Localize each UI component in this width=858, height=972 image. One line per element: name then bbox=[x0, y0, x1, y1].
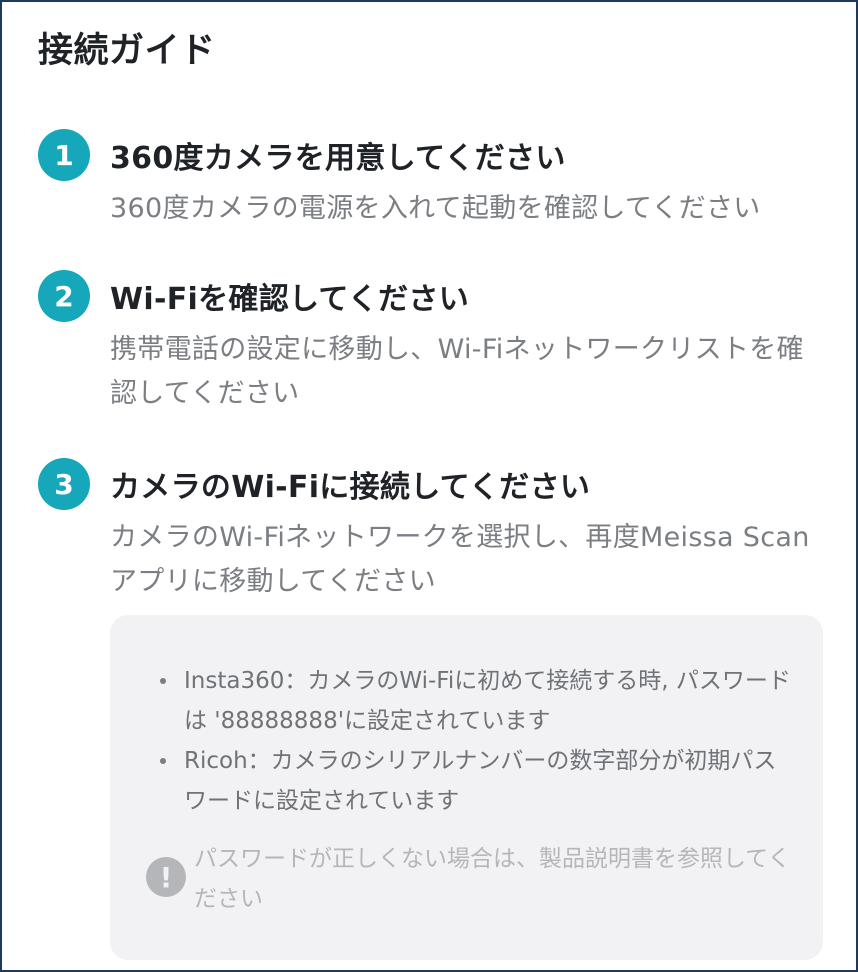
password-info-list: Insta360：カメラのWi-Fiに初めて接続する時, パスワードは '888… bbox=[154, 661, 794, 821]
list-item-ricoh: Ricoh：カメラのシリアルナンバーの数字部分が初期パスワードに設定されています bbox=[154, 741, 794, 821]
bullet-dot-icon bbox=[160, 758, 166, 764]
bullet-text: Insta360：カメラのWi-Fiに初めて接続する時, パスワードは '888… bbox=[184, 668, 791, 734]
step-title: カメラのWi-Fiに接続してください bbox=[110, 470, 591, 505]
step-2: 2 Wi-Fiを確認してください 携帯電話の設定に移動し、Wi-Fiネットワーク… bbox=[38, 270, 838, 420]
step-description: カメラのWi-Fiネットワークを選択し、再度Meissa Scanアプリに移動し… bbox=[110, 522, 810, 597]
warning-text: パスワードが正しくない場合は、製品説明書を参照してください bbox=[194, 846, 791, 912]
step-title: 360度カメラを用意してください bbox=[110, 141, 566, 176]
step-description: 360度カメラの電源を入れて起動を確認してください bbox=[110, 193, 761, 224]
bullet-dot-icon bbox=[160, 678, 166, 684]
step-1: 1 360度カメラを用意してください 360度カメラの電源を入れて起動を確認して… bbox=[38, 129, 838, 239]
step-description: 携帯電話の設定に移動し、Wi-Fiネットワークリストを確認してください bbox=[110, 334, 804, 409]
page-title: 接続ガイド bbox=[38, 31, 216, 71]
password-info-box: Insta360：カメラのWi-Fiに初めて接続する時, パスワードは '888… bbox=[110, 615, 823, 960]
list-item-insta360: Insta360：カメラのWi-Fiに初めて接続する時, パスワードは '888… bbox=[154, 661, 794, 741]
step-3: 3 カメラのWi-Fiに接続してください カメラのWi-Fiネットワークを選択し… bbox=[38, 458, 838, 608]
step-title: Wi-Fiを確認してください bbox=[110, 282, 470, 317]
bullet-text: Ricoh：カメラのシリアルナンバーの数字部分が初期パスワードに設定されています bbox=[184, 748, 777, 814]
step-number-badge: 3 bbox=[38, 458, 90, 510]
step-number-badge: 1 bbox=[38, 129, 90, 181]
step-number-badge: 2 bbox=[38, 270, 90, 322]
exclamation-icon: ! bbox=[146, 857, 186, 897]
